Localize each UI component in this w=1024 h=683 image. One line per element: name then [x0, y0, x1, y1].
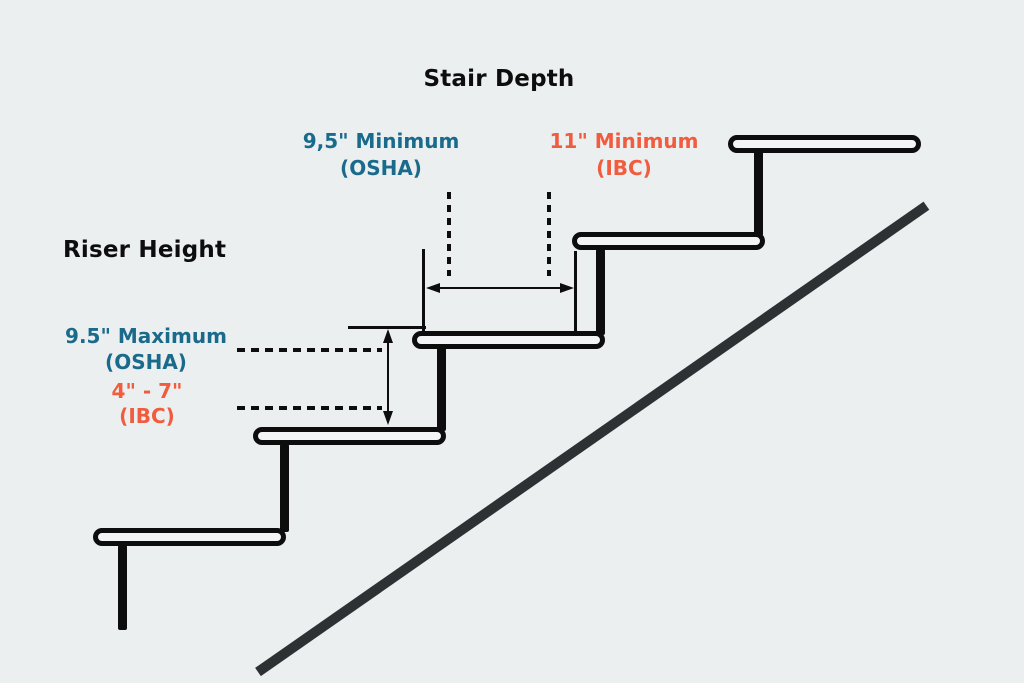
stair-tread-1 — [93, 528, 286, 546]
riser-extension-line-top — [348, 326, 426, 329]
depth-dimension-arrow — [426, 281, 574, 295]
depth-dashed-guide-osha — [447, 192, 451, 276]
stair-tread-3 — [412, 331, 605, 349]
stair-tread-5 — [728, 135, 921, 153]
depth-dashed-guide-ibc — [547, 192, 551, 276]
depth-extension-line-right — [574, 251, 577, 331]
stair-tread-2 — [253, 427, 446, 445]
riser-height-title: Riser Height — [63, 237, 227, 263]
stair-depth-ibc-value: 11" Minimum — [549, 129, 699, 153]
riser-height-ibc-label: 4" - 7" (IBC) — [37, 379, 257, 429]
riser-height-ibc-code: (IBC) — [119, 404, 175, 428]
stair-riser-3 — [596, 249, 605, 335]
stair-depth-osha-label: 9,5" Minimum (OSHA) — [271, 128, 491, 182]
arrow-down-head-icon — [383, 411, 393, 425]
riser-dimension-arrow — [381, 329, 395, 425]
stair-riser-1 — [280, 444, 289, 532]
stair-riser-4 — [754, 151, 763, 236]
riser-dashed-guide-ibc — [237, 406, 382, 410]
riser-height-ibc-value: 4" - 7" — [111, 379, 183, 403]
riser-height-osha-code: (OSHA) — [105, 350, 187, 374]
riser-height-osha-label: 9.5" Maximum (OSHA) — [36, 323, 256, 375]
riser-height-osha-value: 9.5" Maximum — [65, 324, 227, 348]
stair-riser-bottom — [118, 545, 127, 630]
arrow-line — [431, 287, 569, 289]
stair-depth-title: Stair Depth — [423, 66, 575, 92]
stair-riser-2 — [437, 347, 446, 431]
stair-depth-osha-value: 9,5" Minimum — [302, 129, 460, 153]
stair-depth-ibc-label: 11" Minimum (IBC) — [514, 128, 734, 182]
riser-dashed-guide-osha — [237, 348, 382, 352]
stair-depth-osha-code: (OSHA) — [340, 156, 422, 180]
arrow-right-head-icon — [560, 283, 574, 293]
depth-extension-line-left — [422, 249, 425, 331]
arrow-line — [387, 334, 389, 420]
stair-tread-4 — [572, 232, 765, 250]
stair-depth-ibc-code: (IBC) — [596, 156, 652, 180]
